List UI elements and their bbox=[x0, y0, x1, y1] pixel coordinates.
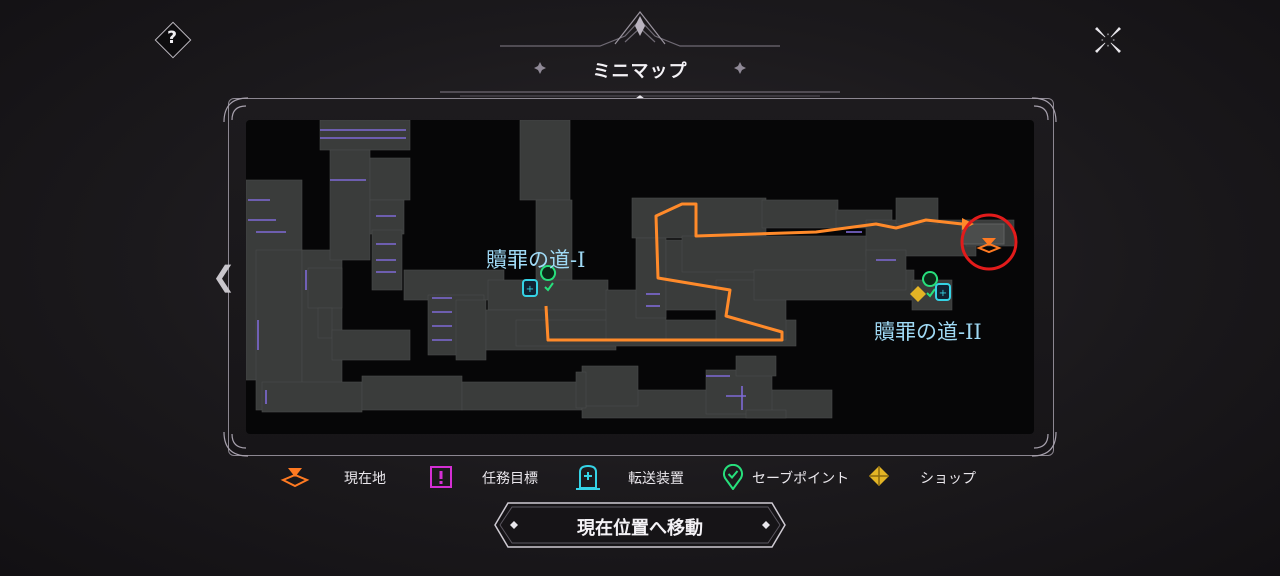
legend-label: ショップ bbox=[920, 471, 976, 487]
button-frame bbox=[494, 502, 786, 548]
help-icon: ? bbox=[167, 28, 177, 48]
move-to-current-location-button[interactable]: 現在位置へ移動 bbox=[494, 502, 786, 548]
legend-current-location: 現在地 bbox=[280, 462, 400, 492]
mission-target-icon bbox=[430, 466, 452, 488]
move-button-label: 現在位置へ移動 bbox=[577, 518, 703, 539]
area-label-2: 贖罪の道-II bbox=[874, 320, 982, 344]
legend-label: 転送装置 bbox=[628, 471, 684, 487]
legend-shop: ショップ bbox=[868, 462, 988, 492]
svg-text:+: + bbox=[939, 288, 947, 299]
legend-teleporter: 転送装置 bbox=[576, 462, 706, 492]
close-button[interactable] bbox=[1088, 20, 1128, 60]
map-rooms: + + bbox=[246, 120, 1018, 419]
close-icon bbox=[1095, 27, 1121, 53]
shop-icon bbox=[869, 466, 889, 486]
map-legend: 現在地 任務目標 転送装置 セーブポイント ショップ bbox=[0, 462, 1280, 492]
help-button[interactable]: ? bbox=[154, 21, 192, 59]
area-label-1: 贖罪の道-I bbox=[486, 248, 586, 272]
page-title: ミニマップ bbox=[592, 61, 688, 82]
save-point-icon bbox=[723, 464, 743, 490]
legend-label: 任務目標 bbox=[482, 471, 538, 487]
legend-label: 現在地 bbox=[344, 471, 386, 487]
teleporter-icon bbox=[576, 464, 600, 490]
svg-text:+: + bbox=[526, 284, 534, 295]
legend-label: セーブポイント bbox=[752, 471, 850, 487]
title-ornament bbox=[440, 11, 840, 97]
scroll-left-icon[interactable]: ❮ bbox=[212, 260, 236, 293]
current-location-icon bbox=[280, 468, 310, 488]
legend-mission-target: 任務目標 bbox=[428, 462, 558, 492]
legend-save-point: セーブポイント bbox=[722, 462, 872, 492]
minimap-view[interactable]: + + 贖罪の道-I 贖罪の道-II bbox=[246, 120, 1034, 434]
frame-corner-ornaments bbox=[223, 97, 1057, 457]
